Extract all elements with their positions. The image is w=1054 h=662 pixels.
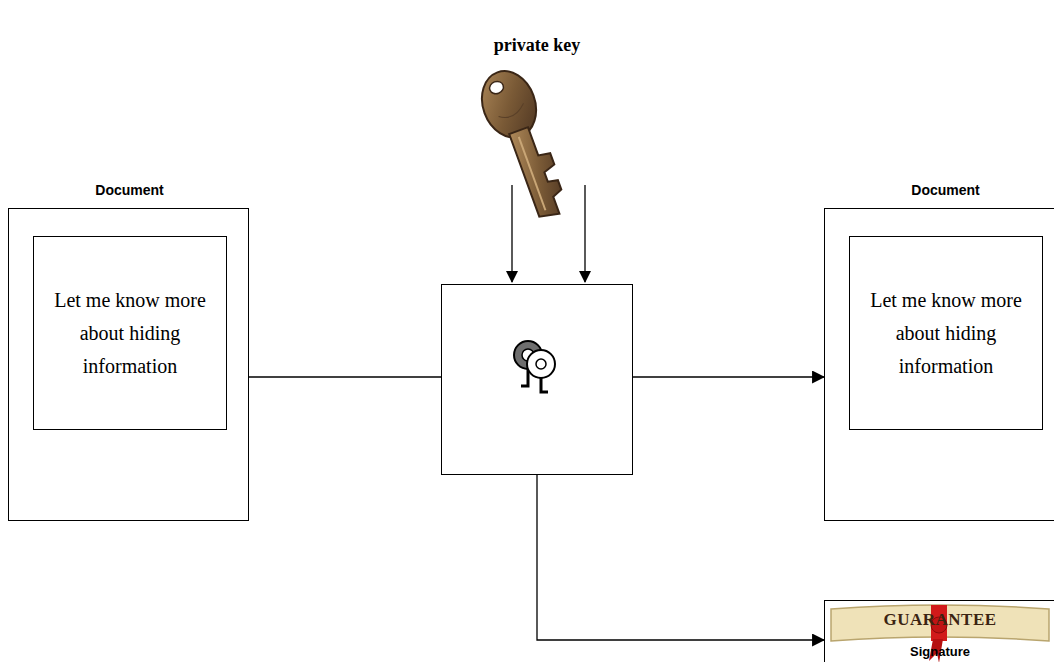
connector (249, 376, 441, 377)
key-arrow (584, 185, 585, 282)
document-heading: Document (825, 182, 1054, 198)
keys-symbol (514, 341, 555, 392)
banner-text: GUARANTEE (825, 610, 1054, 630)
key-label: private key (382, 35, 692, 56)
message-box: Let me know more about hiding informatio… (849, 236, 1043, 430)
document-box: DocumentLet me know more about hiding in… (8, 208, 249, 521)
document-heading: Document (9, 182, 250, 198)
key-arrow (511, 185, 512, 282)
connector (633, 376, 824, 377)
message-text: Let me know more about hiding informatio… (850, 278, 1042, 389)
signature-label: Signature (825, 644, 1054, 659)
message-box: Let me know more about hiding informatio… (33, 236, 227, 430)
connector (537, 475, 824, 640)
document-box: DocumentLet me know more about hiding in… (824, 208, 1054, 521)
signing-box: private key (441, 284, 633, 475)
key-illustration (473, 63, 575, 225)
message-text: Let me know more about hiding informatio… (34, 278, 226, 389)
signature-box: GUARANTEE Signature (824, 600, 1054, 662)
